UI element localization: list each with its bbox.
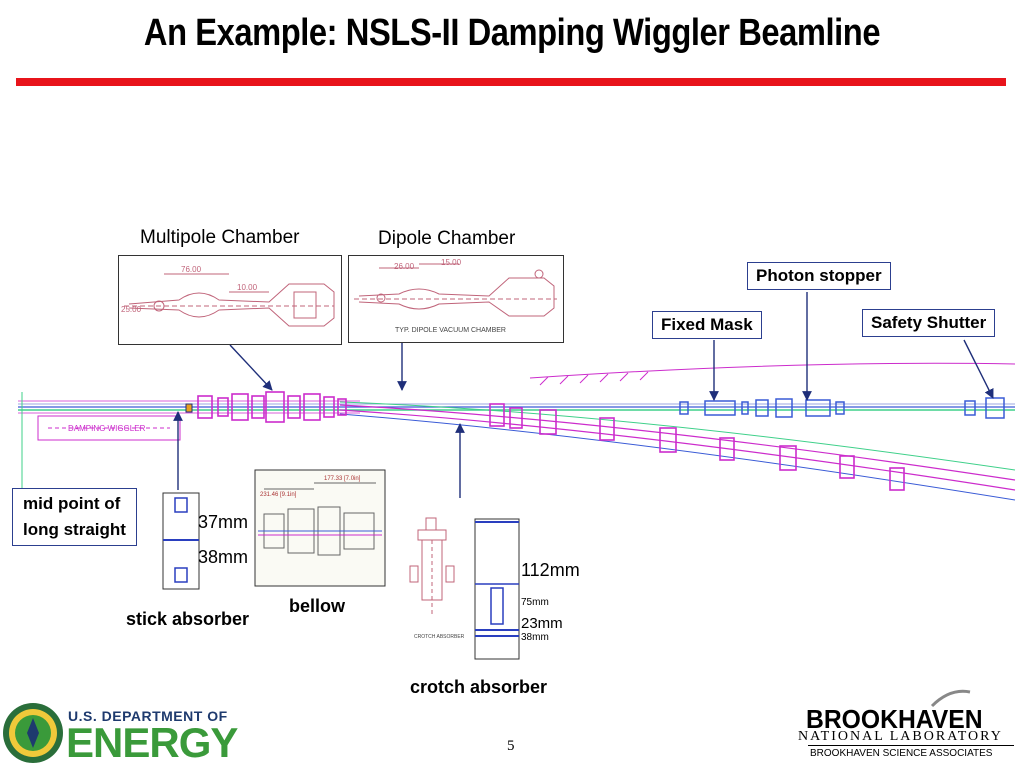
shield-wall-hatch [539,371,649,386]
stick-absorber-drawing [162,492,200,590]
callout-arrows [173,292,994,498]
mid-point-line2: long straight [23,520,126,539]
crotch-absorber-section-drawing [474,518,520,660]
crotch-absorber-label: crotch absorber [410,677,548,697]
bellow-dim-a: 231.46 [9.1in] [260,492,297,498]
magnet-blocks [197,391,905,491]
title-rule [16,78,1006,86]
stick-upper-dim: 37mm [198,512,249,532]
stick-lower-dim: 38mm [198,547,249,567]
damping-wiggler-outline [37,415,181,441]
multipole-dim-a: 76.00 [181,265,202,274]
mid-point-line1: mid point of [23,494,121,513]
bellow-label: bellow [289,596,346,616]
bnl-line2: NATIONAL LABORATORY [798,729,1003,744]
doe-seal-logo [3,703,63,763]
multipole-chamber-label: Multipole Chamber [140,227,300,248]
stick-absorber-label: stick absorber [126,609,250,629]
crotch-a-dim: 75mm [521,597,549,608]
crotch-c-dim: 38mm [521,632,549,643]
crotch-absorber-side-drawing: CROTCH ABSORBER [409,517,465,640]
bnl-line3: BROOKHAVEN SCIENCE ASSOCIATES [810,748,993,759]
page-number: 5 [507,738,515,754]
multipole-dim-c: 25.00 [121,305,142,314]
dipole-dim-b: 15.00 [441,258,462,267]
crotch-caption: CROTCH ABSORBER [414,634,465,640]
fixed-mask-label: Fixed Mask [652,311,762,339]
crotch-total-dim: 112mm [521,560,580,580]
mid-point-label: mid point of long straight [12,488,137,546]
doe-line2: ENERGY [66,719,238,766]
multipole-chamber-drawing: 76.00 10.00 25.00 [118,255,342,345]
damping-wiggler-text: DAMPING WIGGLER [68,424,146,433]
multipole-dim-b: 10.00 [237,283,258,292]
dipole-chamber-label: Dipole Chamber [378,228,516,249]
dipole-dim-a: 26.00 [394,262,415,271]
bellow-dim-b: 177.33 [7.0in] [324,476,361,482]
bnl-line1: BROOKHAVEN [806,704,983,734]
safety-shutter-label: Safety Shutter [862,309,996,337]
front-end-components [679,397,1005,419]
crotch-b-dim: 23mm [521,615,563,632]
bnl-swoosh-logo [930,689,971,708]
straight-section [18,400,1015,414]
slide-title: An Example: NSLS-II Damping Wiggler Beam… [143,12,881,54]
ring-curve [339,362,1016,501]
stick-absorber-marker [185,403,193,413]
bellow-drawing: 231.46 [9.1in] 177.33 [7.0in] [254,469,386,587]
photon-stopper-label: Photon stopper [747,262,891,290]
dipole-chamber-drawing: 26.00 15.00 TYP. DIPOLE VACUUM CHAMBER [348,255,564,343]
doe-line1: U.S. DEPARTMENT OF [68,708,228,724]
dipole-caption: TYP. DIPOLE VACUUM CHAMBER [395,327,506,334]
bnl-rule [808,745,1014,746]
